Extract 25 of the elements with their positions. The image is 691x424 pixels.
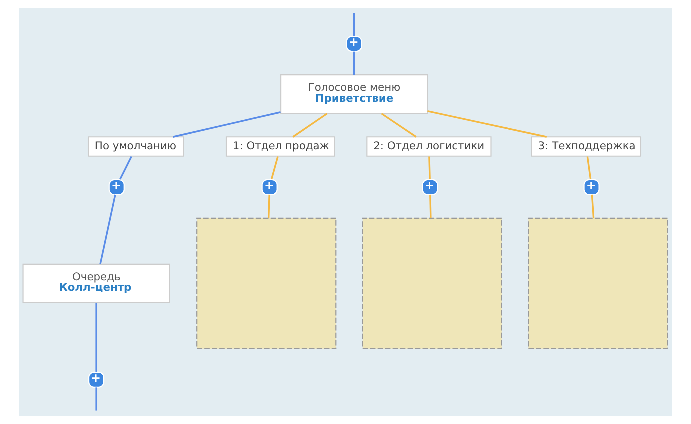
- node-box: 1: Отдел продаж: [226, 136, 336, 157]
- node-box: Очередь Колл-центр: [22, 264, 170, 304]
- connector: [173, 112, 281, 138]
- connector: [120, 156, 132, 180]
- node-box: Голосовое меню Приветствие: [280, 74, 428, 114]
- connector: [353, 13, 356, 36]
- node-box: 2: Отдел логистики: [366, 136, 492, 157]
- connector: [428, 110, 548, 138]
- connector: [591, 194, 595, 218]
- connector: [292, 113, 328, 138]
- connector: [353, 52, 356, 76]
- connector: [100, 194, 116, 265]
- node-box: [196, 218, 337, 350]
- connector: [270, 156, 279, 180]
- node-box: [362, 218, 502, 350]
- connector: [428, 156, 431, 180]
- connector: [96, 388, 98, 411]
- connector: [430, 194, 432, 218]
- node-box: 3: Техподдержка: [531, 136, 642, 157]
- node-box: [528, 218, 668, 350]
- connector: [586, 156, 592, 180]
- node-box: По умолчанию: [88, 136, 184, 157]
- connector: [96, 303, 98, 372]
- connector: [268, 194, 270, 218]
- connector: [381, 113, 417, 138]
